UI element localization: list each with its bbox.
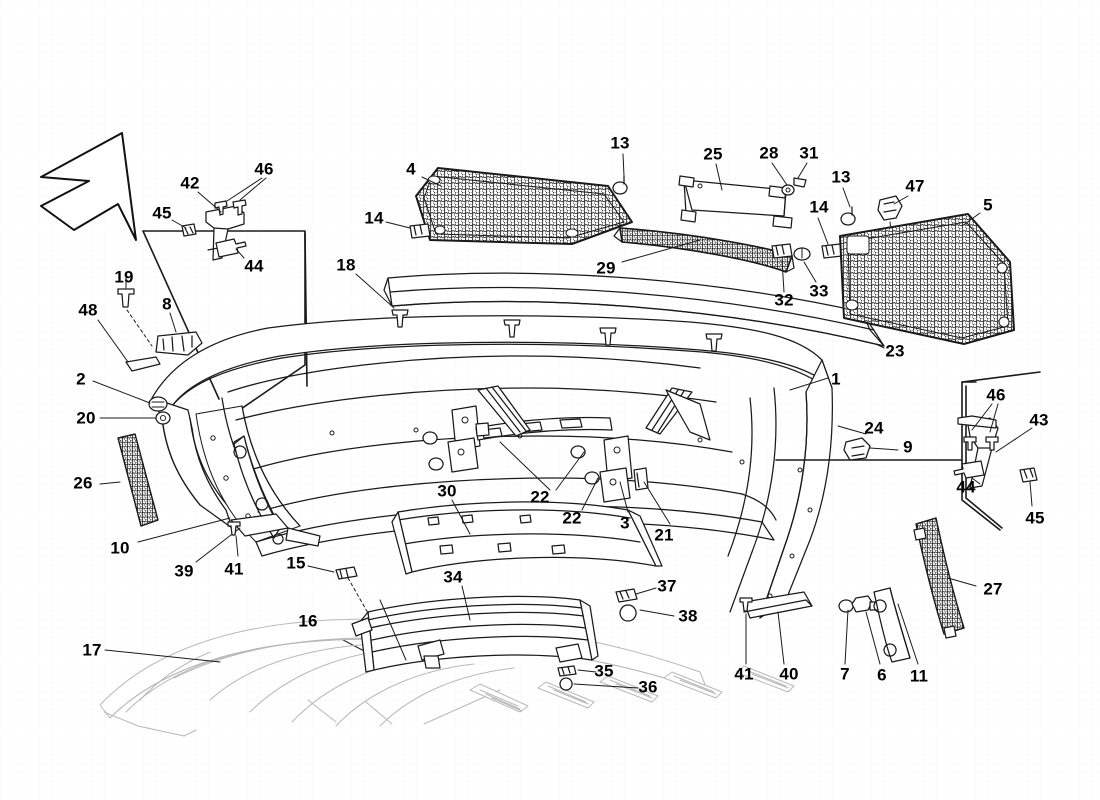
left-mounting-bracket [181,199,247,261]
screw-13-left [612,175,628,195]
callout-label-9: 9 [903,437,913,457]
clip-14-right [821,243,843,259]
callout-label-7: 7 [840,664,850,684]
clip-35 [557,665,577,691]
callout-label-1: 1 [831,369,841,389]
callout-label-45a: 45 [152,203,172,223]
callout-label-43: 43 [1029,410,1049,430]
callout-label-19: 19 [114,267,134,287]
right-mesh-grille [839,213,1015,345]
bumper-cover [151,315,833,619]
center-mesh-strip [613,227,795,273]
callout-label-34: 34 [443,567,463,587]
callout-label-3: 3 [620,513,630,533]
clip-14-left [409,223,431,239]
callout-label-38: 38 [678,606,698,626]
part-47 [877,195,903,239]
callout-label-30: 30 [437,481,457,501]
part-24 [843,437,871,461]
callout-label-2: 2 [76,369,86,389]
license-plate-bracket [678,175,793,229]
clip-37 [615,588,638,622]
callout-label-47: 47 [905,176,925,196]
callout-label-13a: 13 [610,133,630,153]
screws-row [391,309,723,352]
callout-label-23: 23 [885,341,905,361]
callout-label-25: 25 [703,144,723,164]
lower-bar-39 [230,513,321,547]
clip-20 [155,411,171,425]
callout-label-24: 24 [864,418,884,438]
clip-2 [148,396,168,412]
callout-label-31: 31 [799,143,819,163]
callout-label-29: 29 [596,258,616,278]
screw-31 [793,177,807,188]
callout-label-21: 21 [654,525,674,545]
callout-label-33: 33 [809,281,829,301]
left-small-mesh-insert [117,433,159,527]
callout-label-18: 18 [336,255,356,275]
lower-valance-panel [391,501,663,575]
callout-label-39: 39 [174,561,194,581]
screw-28 [781,184,795,196]
callout-label-22b: 22 [562,508,582,528]
clip-32 [771,243,793,259]
callout-label-35: 35 [594,661,614,681]
callout-label-15: 15 [286,553,306,573]
callout-label-44b: 44 [956,477,976,497]
callout-label-10: 10 [110,538,130,558]
callout-label-8: 8 [162,294,172,314]
screw-41-left [227,521,241,536]
callout-label-48: 48 [78,300,98,320]
callout-label-41a: 41 [224,559,244,579]
orientation-arrow [40,132,137,241]
callout-label-41b: 41 [734,664,754,684]
callout-label-27: 27 [983,579,1003,599]
left-side-trim [233,435,284,545]
callout-label-16: 16 [298,611,318,631]
callout-label-44a: 44 [244,256,264,276]
callout-label-6: 6 [877,665,887,685]
left-mesh-grille [415,167,633,245]
callout-label-14b: 14 [809,197,829,217]
callout-label-11: 11 [909,666,929,686]
center-support-brackets [422,385,711,503]
callout-label-26: 26 [73,473,93,493]
callout-label-20: 20 [76,408,96,428]
callout-label-14a: 14 [364,208,384,228]
screw-13-right [840,206,856,226]
callout-label-13b: 13 [831,167,851,187]
callout-label-4: 4 [406,159,416,179]
callout-label-37: 37 [657,576,677,596]
callout-label-42: 42 [180,173,200,193]
right-mounting-bracket [953,415,1038,489]
callout-label-22a: 22 [530,487,550,507]
callout-label-32: 32 [774,290,794,310]
screw-19 [117,276,153,347]
callout-label-46a: 46 [254,159,274,179]
callout-label-28: 28 [759,143,779,163]
clip-15 [335,566,373,621]
rear-diffuser [351,595,599,673]
insert-8 [155,331,203,356]
screw-33 [793,247,811,261]
callout-label-40: 40 [779,664,799,684]
callout-label-45b: 45 [1025,508,1045,528]
right-lower-parts [739,517,965,663]
callout-label-36: 36 [638,677,658,697]
pad-48 [125,356,161,372]
callout-label-46b: 46 [986,385,1006,405]
callout-label-5: 5 [983,195,993,215]
callout-label-17: 17 [82,640,102,660]
